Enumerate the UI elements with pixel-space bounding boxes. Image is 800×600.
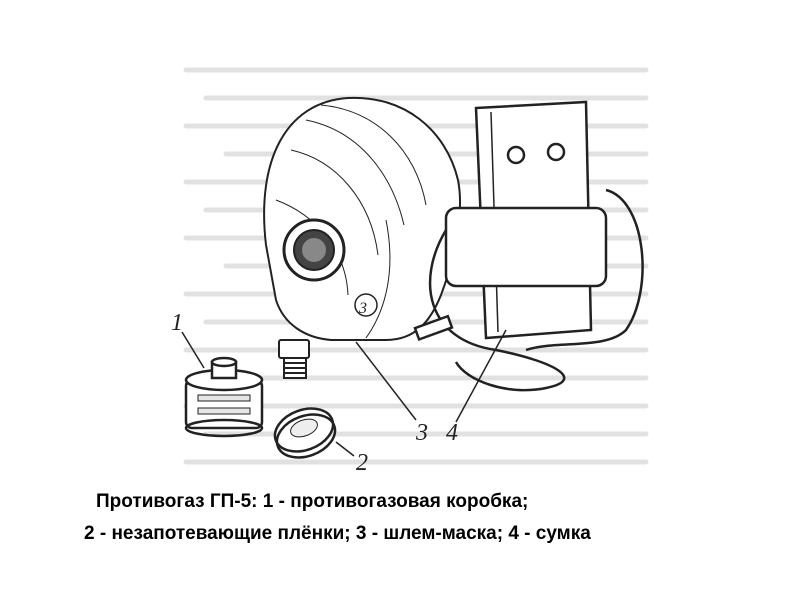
caption-line-2: 2 - незапотевающие плёнки; 3 - шлем-маск…: [84, 523, 591, 544]
label-4-bag: 4: [446, 420, 458, 446]
label-2-films: 2: [356, 450, 368, 476]
gas-filter-box: [184, 356, 264, 438]
gas-mask-illustration: 3: [86, 40, 662, 476]
mask-size-marking-text: 3: [358, 300, 367, 317]
mask-eyepiece: [282, 218, 346, 282]
label-1-box: 1: [171, 310, 183, 336]
bag: [413, 100, 644, 392]
caption-line-1: Противогаз ГП-5: 1 - противогазовая коро…: [96, 491, 529, 512]
label-3-mask: 3: [415, 420, 428, 446]
mask-size-marking: [354, 293, 378, 317]
mask-valve-nozzle: [278, 339, 310, 379]
anti-fog-films-case: [273, 407, 337, 459]
leader-lines: [181, 329, 507, 457]
